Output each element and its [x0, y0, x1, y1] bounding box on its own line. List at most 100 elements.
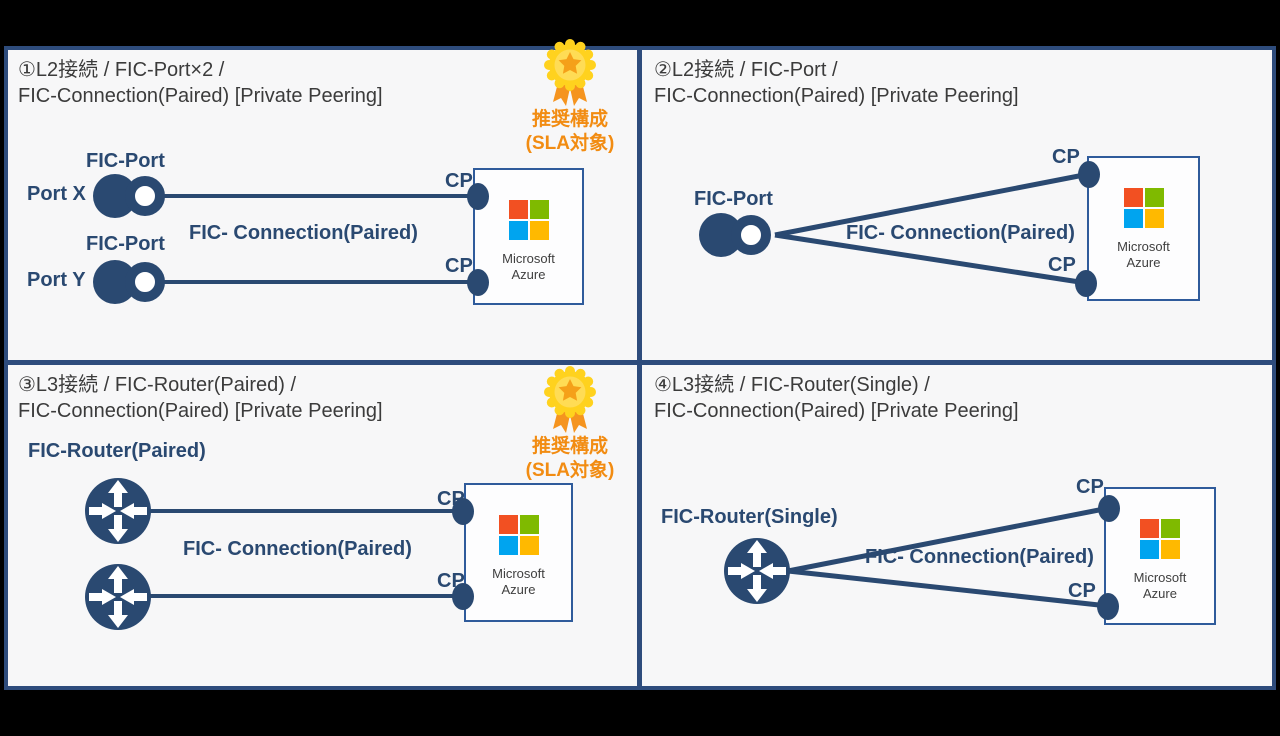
azure-box: Microsoft Azure: [1104, 487, 1216, 625]
azure-label-line2: Azure: [1143, 586, 1177, 601]
connection-line: [148, 509, 464, 513]
panel-1-cp-label-1: CP: [445, 170, 473, 192]
connection-line: [787, 568, 1109, 609]
microsoft-logo-icon: [498, 515, 539, 555]
panel-1-title-line1: ①L2接続 / FIC-Port×2 /: [18, 59, 225, 81]
connection-line: [774, 232, 1087, 286]
medal-icon: [544, 39, 596, 106]
cp-dot: [1098, 495, 1120, 522]
panel-4-connection-label: FIC- Connection(Paired): [865, 546, 1094, 568]
panel-3-connection-label: FIC- Connection(Paired): [183, 538, 412, 560]
ms-square-red: [498, 515, 518, 534]
connection-line: [787, 505, 1110, 574]
panel-4-cp-label-1: CP: [1076, 476, 1104, 498]
panel-3-title-line1: ③L3接続 / FIC-Router(Paired) /: [18, 374, 296, 396]
fic-port-icon: [699, 213, 771, 257]
panel-4-fic-router-label: FIC-Router(Single): [661, 506, 838, 528]
ms-square-green: [519, 515, 539, 534]
ms-square-green: [1161, 519, 1180, 538]
panel-4-cp-label-2: CP: [1068, 580, 1096, 602]
medal-icon: [544, 366, 596, 433]
connection-fan-lines: [774, 171, 1090, 286]
fic-port-icon: [93, 174, 165, 218]
azure-label: Microsoft Azure: [1117, 239, 1170, 271]
fic-port-icon: [93, 260, 165, 304]
ms-square-yellow: [529, 221, 549, 240]
azure-label-line2: Azure: [511, 267, 546, 282]
ms-square-red: [1140, 519, 1159, 538]
ms-square-blue: [1140, 540, 1159, 559]
panel-2-title: ②L2接続 / FIC-Port / FIC-Connection(Paired…: [654, 57, 1019, 109]
panel-2-cp-label-2: CP: [1048, 254, 1076, 276]
ms-square-red: [508, 200, 528, 219]
ms-square-yellow: [519, 536, 539, 555]
fic-router-icon: [85, 564, 151, 630]
ms-square-yellow: [1144, 209, 1164, 228]
microsoft-logo-icon: [508, 200, 549, 240]
badge-text-line2: (SLA対象): [525, 133, 615, 154]
connection-line: [163, 280, 479, 284]
microsoft-logo-icon: [1140, 519, 1180, 559]
azure-label-line1: Microsoft: [502, 251, 555, 266]
panel-3-fic-router-label: FIC-Router(Paired): [28, 440, 206, 462]
panel-1-port-x-label: Port X: [27, 183, 86, 205]
cp-dot: [467, 269, 489, 296]
azure-label: Microsoft Azure: [502, 251, 555, 283]
ms-square-blue: [498, 536, 518, 555]
grid-divider-horizontal: [8, 360, 1272, 365]
grid-divider-vertical: [637, 50, 642, 686]
cp-dot: [452, 583, 474, 610]
panel-3-title-line2: FIC-Connection(Paired) [Private Peering]: [18, 400, 383, 422]
ms-square-green: [1144, 188, 1164, 207]
azure-label-line1: Microsoft: [1117, 239, 1170, 254]
star-icon: [558, 379, 582, 401]
cp-dot: [1078, 161, 1100, 188]
panel-4-title: ④L3接続 / FIC-Router(Single) / FIC-Connect…: [654, 372, 1019, 424]
azure-box: Microsoft Azure: [473, 168, 584, 305]
azure-label: Microsoft Azure: [492, 566, 545, 598]
panel-4-title-line1: ④L3接続 / FIC-Router(Single) /: [654, 374, 930, 396]
ms-square-yellow: [1161, 540, 1180, 559]
star-icon: [558, 52, 582, 74]
connection-line: [774, 171, 1090, 238]
azure-label-line2: Azure: [501, 582, 536, 597]
azure-label-line2: Azure: [1126, 255, 1161, 270]
ms-square-blue: [508, 221, 528, 240]
recommended-badge-1: 推奨構成 (SLA対象): [518, 37, 622, 155]
fic-router-icon: [724, 538, 790, 604]
ms-square-green: [529, 200, 549, 219]
panel-2-title-line1: ②L2接続 / FIC-Port /: [654, 59, 838, 81]
panel-2-fic-port-label: FIC-Port: [694, 188, 773, 210]
connection-fan-lines: [787, 505, 1110, 609]
badge-text-line1: 推奨構成: [531, 436, 608, 457]
connection-line: [163, 194, 479, 198]
azure-label: Microsoft Azure: [1134, 570, 1187, 602]
panel-4-title-line2: FIC-Connection(Paired) [Private Peering]: [654, 400, 1019, 422]
badge-text-line2: (SLA対象): [525, 460, 615, 481]
cp-dot: [467, 183, 489, 210]
recommended-badge-2: 推奨構成 (SLA対象): [518, 364, 622, 482]
azure-label-line1: Microsoft: [1133, 570, 1187, 585]
ms-square-red: [1123, 188, 1143, 207]
azure-label-line1: Microsoft: [492, 566, 545, 581]
panel-1-title-line2: FIC-Connection(Paired) [Private Peering]: [18, 85, 383, 107]
panel-1-port-y-label: Port Y: [27, 269, 86, 291]
fic-router-icon: [85, 478, 151, 544]
panel-2-connection-label: FIC- Connection(Paired): [846, 222, 1075, 244]
panel-1-fic-port-label-1: FIC-Port: [86, 150, 165, 172]
azure-box: Microsoft Azure: [1087, 156, 1200, 301]
azure-box: Microsoft Azure: [464, 483, 573, 622]
panel-1-title: ①L2接続 / FIC-Port×2 / FIC-Connection(Pair…: [18, 57, 383, 109]
panel-1-connection-label: FIC- Connection(Paired): [189, 222, 418, 244]
microsoft-logo-icon: [1123, 188, 1164, 228]
ms-square-blue: [1123, 209, 1143, 228]
panel-1-cp-label-2: CP: [445, 255, 473, 277]
panel-2-cp-label-1: CP: [1052, 146, 1080, 168]
panel-2-title-line2: FIC-Connection(Paired) [Private Peering]: [654, 85, 1019, 107]
cp-dot: [1097, 593, 1119, 620]
cp-dot: [452, 498, 474, 525]
panel-3-title: ③L3接続 / FIC-Router(Paired) / FIC-Connect…: [18, 372, 383, 424]
cp-dot: [1075, 270, 1097, 297]
connection-line: [148, 594, 464, 598]
